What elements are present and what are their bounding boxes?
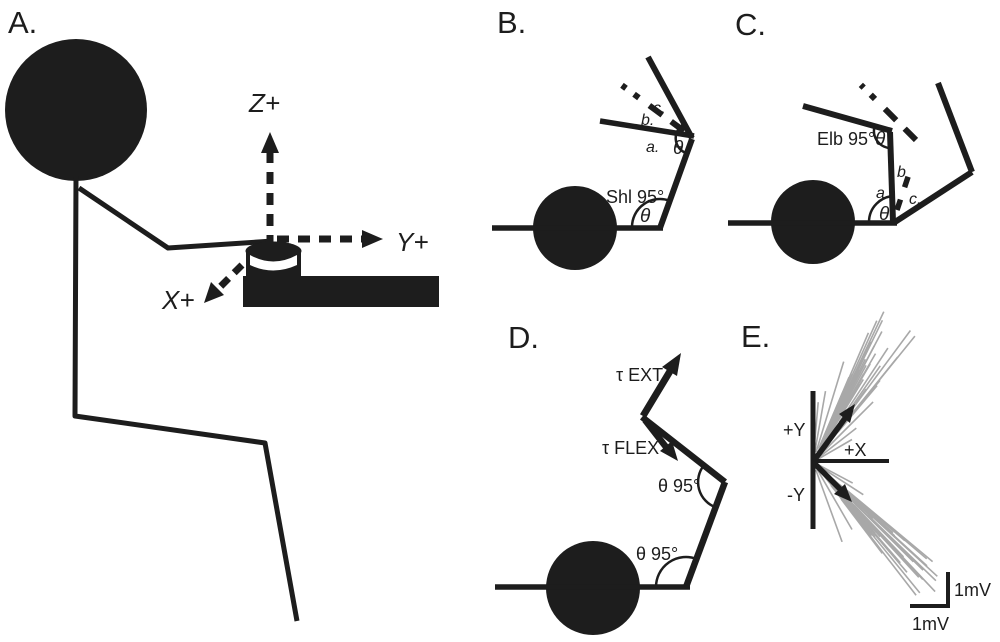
mep-trace xyxy=(840,498,883,554)
torque-ext-arrow-shaft xyxy=(640,364,676,418)
mep-trace xyxy=(824,358,867,440)
theta-shoulder: θ xyxy=(640,206,651,227)
mep-trace xyxy=(847,493,928,567)
forearm-position-b-dashed xyxy=(610,75,686,134)
x-axis-arrowhead-icon xyxy=(204,282,224,303)
subject-torso-and-leg xyxy=(72,175,300,622)
elbow-angle-arc xyxy=(696,464,716,509)
mep-trace xyxy=(867,514,937,582)
upper-arm-position-b-dashed xyxy=(894,143,922,211)
theta-shoulder: θ xyxy=(879,204,890,225)
shoulder-angle-arc xyxy=(654,555,697,588)
mep-trace xyxy=(816,463,854,484)
forearm xyxy=(639,414,728,485)
mep-trace xyxy=(813,390,827,456)
theta-elbow: θ xyxy=(673,138,684,159)
table xyxy=(243,276,439,307)
panel-a: A. Z+ Y+ X+ xyxy=(5,5,439,622)
theta-elbow: θ xyxy=(875,129,886,150)
upper-arm xyxy=(682,480,729,589)
panel-e-label: E. xyxy=(741,319,770,354)
panel-d: D. τ EXT τ FLEX θ 95° θ 95° xyxy=(495,320,729,635)
forearm-position-a xyxy=(802,103,893,134)
panel-e: E. 1mV 1mV +Y +X -Y xyxy=(741,311,991,634)
elbow-angle-label: Elb 95° xyxy=(817,129,875,149)
mep-trace xyxy=(815,469,843,543)
torque-ext-label: τ EXT xyxy=(616,365,663,385)
mep-trace xyxy=(834,488,921,594)
y-axis-arrowhead-icon xyxy=(362,230,383,248)
mep-trace xyxy=(818,401,874,457)
mean-vector-down-shaft xyxy=(811,460,842,491)
shoulder-angle-label: Shl 95° xyxy=(606,187,664,207)
shoulder-angle-arc xyxy=(867,194,896,223)
mep-trace xyxy=(837,385,878,433)
position-b-label: b. xyxy=(641,112,654,129)
forearm-position-a xyxy=(599,118,695,139)
mep-trace xyxy=(824,475,908,573)
x-axis-label: X+ xyxy=(161,285,195,315)
mean-vector-up-arrowhead-icon xyxy=(839,404,855,423)
forearm-position-c xyxy=(645,55,695,140)
mep-trace xyxy=(817,464,864,496)
elbow-angle-label: θ 95° xyxy=(658,476,700,496)
torque-flex-label: τ FLEX xyxy=(602,438,659,458)
position-c-label: c. xyxy=(909,191,921,208)
torque-flex-arrow-shaft xyxy=(642,418,669,449)
mep-trace xyxy=(822,373,854,439)
upper-arm-position-c xyxy=(893,169,974,225)
mep-trace xyxy=(816,438,853,461)
panel-c: C. Elb 95° θ θ a. b c. xyxy=(728,7,975,264)
upper-arm xyxy=(657,137,695,230)
mep-trace xyxy=(848,335,916,418)
scale-vertical-label: 1mV xyxy=(954,580,991,600)
panel-b: B. Shl 95° θ θ a. b. c. xyxy=(492,5,695,270)
mep-trace xyxy=(815,361,845,453)
handle-top-cap xyxy=(245,241,302,261)
position-a-label: a. xyxy=(876,185,889,202)
handle-highlight-band xyxy=(250,255,297,271)
mep-trace xyxy=(825,371,857,434)
elbow-angle-arc xyxy=(674,122,688,155)
plus-y-label: +Y xyxy=(783,420,806,440)
elbow-angle-arc xyxy=(872,126,892,150)
position-c-label: c. xyxy=(653,100,665,117)
mean-vector-up-shaft xyxy=(810,415,849,464)
minus-y-label: -Y xyxy=(787,485,805,505)
subject-arm xyxy=(77,185,274,251)
torque-ext-arrowhead-icon xyxy=(662,353,681,376)
scale-bar xyxy=(910,572,950,608)
shoulder-angle-label: θ 95° xyxy=(636,544,678,564)
x-axis-dashed-line xyxy=(215,262,245,292)
mep-trace xyxy=(828,353,877,434)
torque-flex-arrowhead-icon xyxy=(660,441,678,461)
position-b-label: b xyxy=(897,164,906,181)
panel-b-label: B. xyxy=(497,5,526,40)
mep-trace xyxy=(816,427,857,460)
panel-d-label: D. xyxy=(508,320,539,355)
position-a-label: a. xyxy=(646,139,659,156)
mep-trace xyxy=(818,469,873,537)
scale-horizontal-label: 1mV xyxy=(912,614,949,634)
z-axis-label: Z+ xyxy=(248,88,280,118)
shoulder-angle-arc xyxy=(630,197,671,228)
forearm-position-c xyxy=(935,81,975,174)
y-axis-label: Y+ xyxy=(396,227,429,257)
upper-arm-position-a xyxy=(887,131,896,223)
panel-a-label: A. xyxy=(8,5,37,40)
mep-trace xyxy=(816,468,853,530)
plus-x-label: +X xyxy=(844,440,867,460)
panel-c-label: C. xyxy=(735,7,766,42)
subject-head xyxy=(5,39,147,181)
mep-trace-fan-upper xyxy=(812,311,916,461)
z-axis-arrowhead-icon xyxy=(261,132,279,153)
mep-trace xyxy=(847,495,924,571)
mean-vector-down-arrowhead-icon xyxy=(834,484,852,502)
